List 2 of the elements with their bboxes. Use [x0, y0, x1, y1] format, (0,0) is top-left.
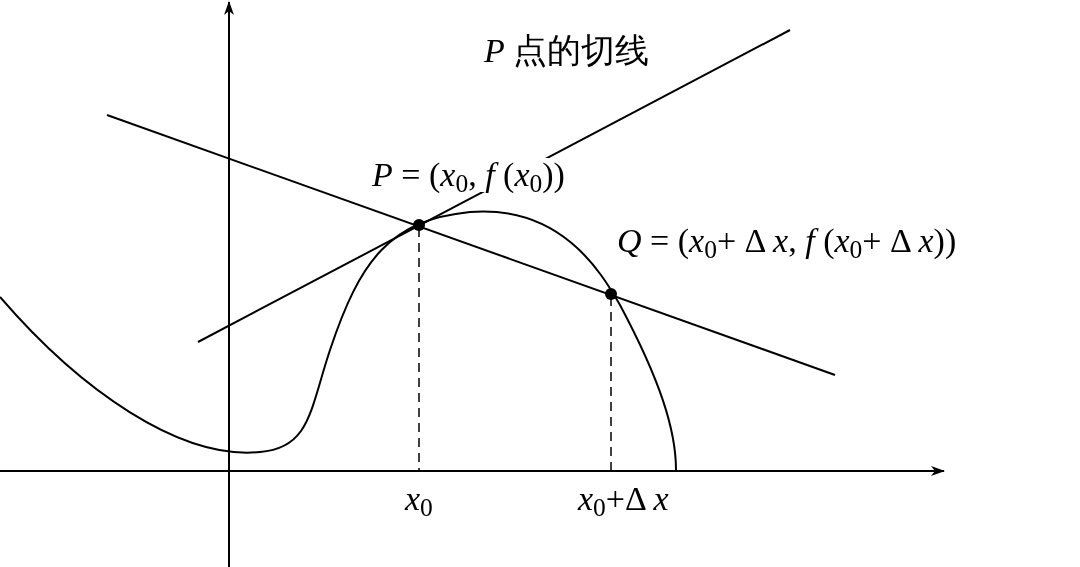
tangent-line-label: P 点的切线 [484, 34, 650, 68]
point-label: P = (x$_{0}$, f (x$_{0}$)) [372, 158, 565, 192]
